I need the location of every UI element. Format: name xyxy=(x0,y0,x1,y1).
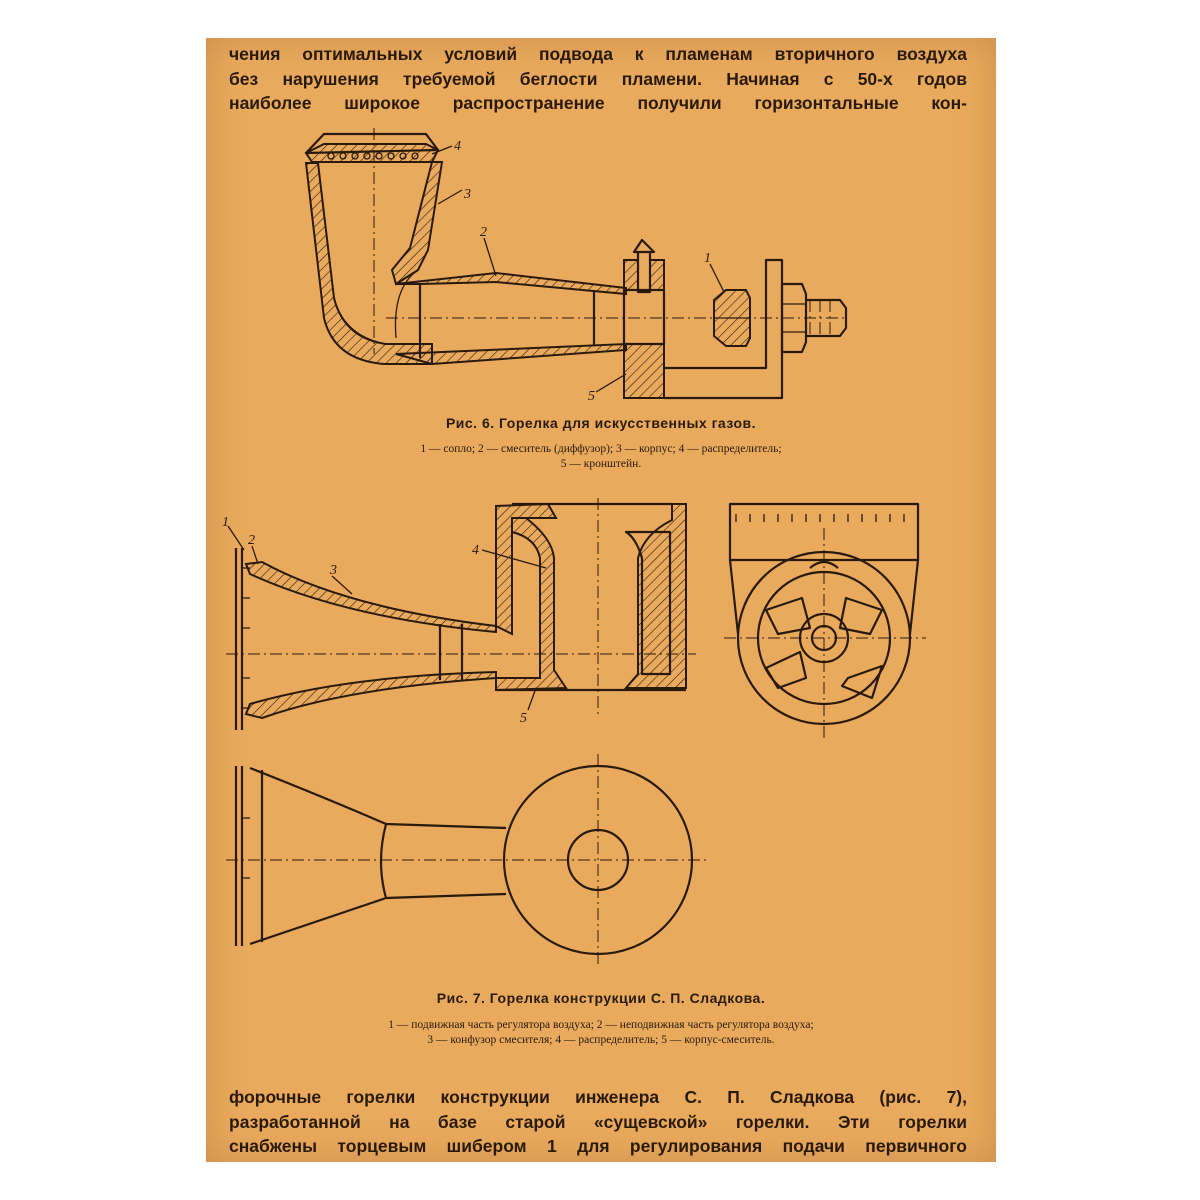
paragraph-bottom: форочные горелки конструкции инженера С.… xyxy=(229,1085,967,1159)
fig7-label-2: 2 xyxy=(248,533,255,548)
fig6-label-5: 5 xyxy=(588,389,595,404)
legend-line: 3 — конфузор смесителя; 4 — распределите… xyxy=(427,1034,775,1046)
figure-7-plan-view xyxy=(226,754,706,968)
fig7-label-3: 3 xyxy=(329,563,337,578)
figure-6-caption: Рис. 6. Горелка для искусственных газов. xyxy=(445,415,757,431)
text-line: чения оптимальных условий подвода к плам… xyxy=(229,44,967,64)
figure-6-drawing: 4 3 2 1 5 xyxy=(304,128,848,404)
fig6-label-4: 4 xyxy=(454,139,461,154)
fig7-label-5: 5 xyxy=(520,711,527,726)
figure-7-caption: Рис. 7. Горелка конструкции С. П. Сладко… xyxy=(436,990,766,1006)
figure-7-legend: 1 — подвижная часть регулятора воздуха; … xyxy=(206,1018,996,1048)
legend-line: 1 — подвижная часть регулятора воздуха; … xyxy=(388,1019,814,1031)
paragraph-top: чения оптимальных условий подвода к плам… xyxy=(229,42,967,116)
legend-line: 1 — сопло; 2 — смеситель (диффузор); 3 —… xyxy=(420,443,782,455)
technical-drawings: 4 3 2 1 5 xyxy=(222,128,926,968)
legend-line: 5 — кронштейн. xyxy=(560,458,642,470)
fig6-label-1: 1 xyxy=(704,251,711,266)
burner-ports xyxy=(327,152,419,160)
fig6-label-2: 2 xyxy=(480,225,487,240)
text-line: без нарушения требуемой беглости пламени… xyxy=(229,68,967,89)
text-line: разработанной на базе старой «сущевской»… xyxy=(229,1111,967,1132)
fig6-label-3: 3 xyxy=(463,187,471,202)
figure-7-section-drawing: 1 2 3 4 5 xyxy=(222,498,696,730)
figure-7-end-view xyxy=(724,502,926,738)
figure-6-legend: 1 — сопло; 2 — смеситель (диффузор); 3 —… xyxy=(206,442,996,472)
text-line: наиболее широкое распространение получил… xyxy=(229,93,967,113)
book-page: чения оптимальных условий подвода к плам… xyxy=(206,38,996,1162)
fig7-label-1: 1 xyxy=(222,515,229,530)
fig7-label-4: 4 xyxy=(472,543,479,558)
text-line: снабжены торцевым шибером 1 для регулиро… xyxy=(229,1136,967,1156)
text-line: форочные горелки конструкции инженера С.… xyxy=(229,1087,967,1107)
